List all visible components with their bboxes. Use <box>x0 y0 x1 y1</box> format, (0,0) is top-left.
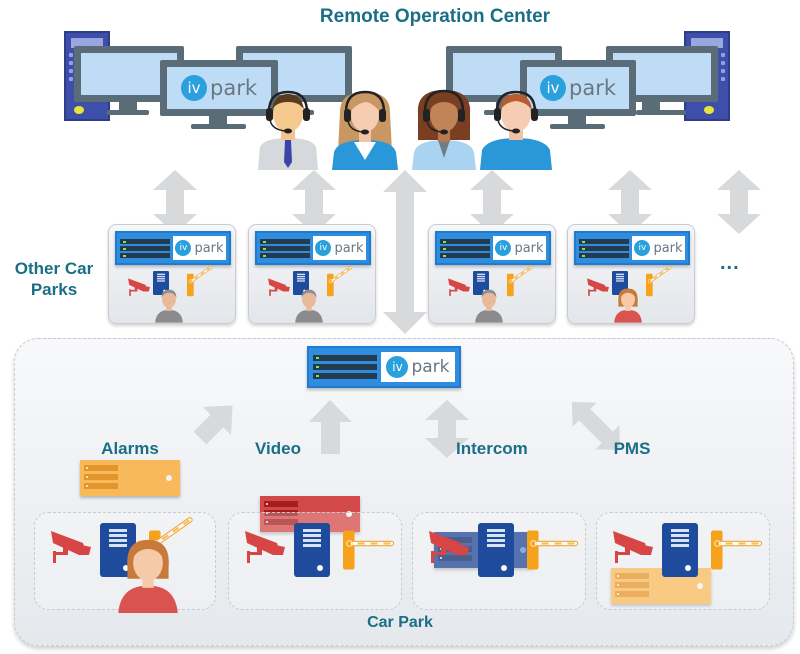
driver-person-icon <box>475 289 503 323</box>
security-camera-icon <box>429 531 469 563</box>
operator-woman-icon <box>412 89 476 170</box>
ivpark-server: iv park <box>574 231 690 265</box>
arrow-up-icon <box>309 400 352 454</box>
parking-barrier-icon <box>507 266 533 297</box>
car-park-lane <box>596 512 770 610</box>
intercom-terminal-icon <box>294 523 330 577</box>
parking-barrier-icon <box>711 530 763 570</box>
other-car-park-card[interactable]: iv park <box>567 224 695 324</box>
security-camera-icon <box>613 531 653 563</box>
intercom-terminal-icon <box>153 271 169 295</box>
left-workstation: iv park <box>64 30 364 135</box>
right-workstation: iv park <box>446 30 736 135</box>
operator-man-icon <box>258 90 318 170</box>
other-car-park-card[interactable]: iv park <box>248 224 376 324</box>
car-park-lane <box>412 512 586 610</box>
driver-person-icon <box>614 288 642 323</box>
ivpark-logo: iv park <box>540 75 616 101</box>
bidirectional-arrow-icon <box>571 401 621 451</box>
ivpark-server: iv park <box>255 231 371 265</box>
operator-man-icon <box>480 90 552 170</box>
car-park-label: Car Park <box>367 614 433 631</box>
ivpark-logo: iv park <box>386 356 450 378</box>
security-camera-icon <box>128 278 150 296</box>
parking-barrier-icon <box>646 266 672 297</box>
parking-barrier-icon <box>527 530 579 570</box>
car-park-lane <box>228 512 402 610</box>
driver-person-icon <box>295 289 323 323</box>
subsystem-label: Alarms <box>101 439 159 458</box>
ivpark-logo: iv park <box>175 240 224 256</box>
operator-woman-icon <box>332 90 398 170</box>
security-camera-icon <box>448 278 470 296</box>
parking-barrier-icon <box>343 530 395 570</box>
driver-person-icon <box>155 289 183 323</box>
subsystem-label: Intercom <box>456 439 528 458</box>
main-monitor: iv park <box>160 60 278 116</box>
subsystem-label: Video <box>255 439 301 458</box>
arrow-up-right-icon <box>193 405 233 445</box>
ivpark-logo: iv park <box>634 240 683 256</box>
more-car-parks-indicator: ... <box>720 252 740 274</box>
intercom-terminal-icon <box>478 523 514 577</box>
page-title: Remote Operation Center <box>319 6 551 27</box>
main-monitor: iv park <box>520 60 636 116</box>
operators <box>258 89 552 170</box>
other-car-park-card[interactable]: iv park <box>428 224 556 324</box>
subsystem-label: PMS <box>613 439 651 458</box>
ivpark-logo: iv park <box>315 240 364 256</box>
central-ivpark-server: iv park <box>307 346 461 388</box>
ivpark-logo: iv park <box>495 240 544 256</box>
intercom-terminal-icon <box>612 271 628 295</box>
parking-barrier-icon <box>187 266 213 297</box>
long-bidirectional-arrow-icon <box>383 170 427 334</box>
parking-barrier-icon <box>327 266 353 297</box>
video-server <box>260 496 360 532</box>
alarms-server <box>80 460 180 496</box>
ivpark-server: iv park <box>115 231 231 265</box>
intercom-terminal-icon <box>293 271 309 295</box>
intercom-terminal-icon <box>662 523 698 577</box>
security-camera-icon <box>268 278 290 296</box>
other-car-park-card[interactable]: iv park <box>108 224 236 324</box>
bidirectional-arrow-icon <box>425 400 469 458</box>
car-park-lane <box>34 512 216 613</box>
driver-person-icon <box>118 539 178 613</box>
security-camera-icon <box>245 531 285 563</box>
security-camera-icon <box>51 531 91 563</box>
ivpark-server: iv park <box>435 231 551 265</box>
other-car-parks-label: Other Car Parks <box>14 259 94 299</box>
security-camera-icon <box>587 278 609 296</box>
ivpark-logo: iv park <box>181 75 257 101</box>
